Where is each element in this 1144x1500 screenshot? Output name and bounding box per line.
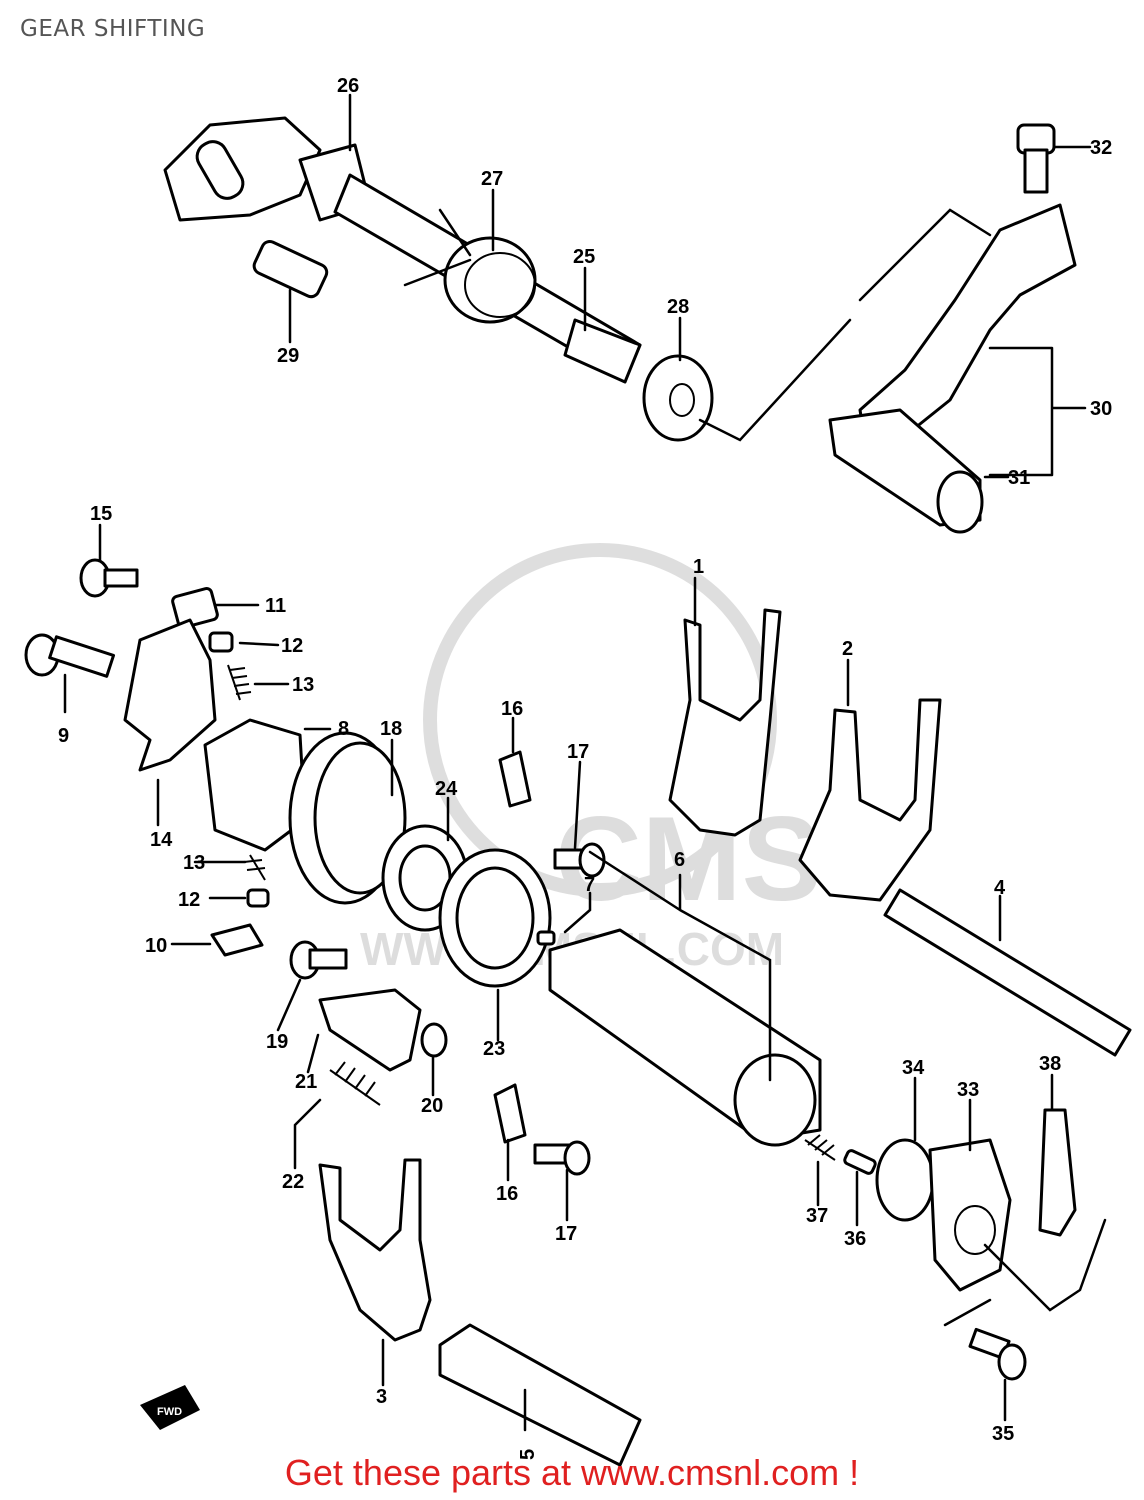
callout-21: 21 xyxy=(295,1071,317,1093)
callout-4: 4 xyxy=(994,877,1006,899)
footer-ad-link[interactable]: Get these parts at www.cmsnl.com ! xyxy=(284,1452,860,1493)
callout-7: 7 xyxy=(584,874,595,896)
callout-32: 32 xyxy=(1090,137,1112,159)
part-38-plate xyxy=(1038,1108,1077,1237)
part-3-shift-fork xyxy=(318,1158,432,1342)
part-30-gear-shift-lever xyxy=(858,203,1077,442)
callout-11: 11 xyxy=(265,595,286,617)
part-4-fork-shaft xyxy=(883,888,1132,1057)
callout-6: 6 xyxy=(674,849,685,871)
part-15-screw xyxy=(79,558,139,598)
callout-29: 29 xyxy=(277,345,299,367)
callout-31: 31 xyxy=(1008,467,1030,489)
callout-23: 23 xyxy=(483,1038,505,1060)
fwd-label: FWD xyxy=(157,1406,182,1418)
callout-13b: 13 xyxy=(183,852,205,874)
part-34-o-ring xyxy=(875,1138,935,1222)
callout-2: 2 xyxy=(842,638,853,660)
part-20-washer xyxy=(420,1022,448,1058)
callout-1: 1 xyxy=(693,556,704,578)
callout-34: 34 xyxy=(902,1057,925,1079)
part-23-bearing xyxy=(438,848,552,988)
part-28-oil-seal xyxy=(642,354,714,442)
part-17-screw-lower xyxy=(533,1140,591,1176)
part-21-stopper-arm xyxy=(318,988,422,1072)
callout-12a: 12 xyxy=(281,635,303,657)
callout-10: 10 xyxy=(145,935,167,957)
callout-37: 37 xyxy=(806,1205,828,1227)
callout-24: 24 xyxy=(435,778,458,800)
callout-25: 25 xyxy=(573,246,595,268)
callout-35: 35 xyxy=(992,1423,1014,1445)
part-35-screw xyxy=(968,1327,1027,1381)
part-5-fork-shaft xyxy=(438,1323,642,1467)
part-31-lever-rubber xyxy=(828,408,984,534)
part-14-stopper-plate xyxy=(123,618,217,772)
callout-27: 27 xyxy=(481,168,503,190)
callout-26: 26 xyxy=(337,75,359,97)
part-11-cam-plate xyxy=(171,586,219,630)
callout-13a: 13 xyxy=(292,674,314,696)
part-16-plate-upper xyxy=(498,750,532,808)
callout-19: 19 xyxy=(266,1031,288,1053)
callout-16b: 16 xyxy=(496,1183,518,1205)
callout-3: 3 xyxy=(376,1386,387,1408)
part-33-switch-cover xyxy=(928,1138,1012,1292)
part-32-bolt xyxy=(1016,123,1056,194)
part-2-shift-fork xyxy=(798,698,942,902)
part-19-screw xyxy=(289,940,348,980)
part-17-screw-upper xyxy=(553,842,606,878)
callout-17b: 17 xyxy=(555,1223,577,1245)
page-title: GEAR SHIFTING xyxy=(20,16,206,42)
callout-12b: 12 xyxy=(178,889,200,911)
leader-lines xyxy=(63,93,1092,1432)
part-1-shift-fork xyxy=(668,608,782,837)
callout-17a: 17 xyxy=(567,741,589,763)
part-10-plate xyxy=(210,923,264,957)
callout-30: 30 xyxy=(1090,398,1112,420)
part-9-bolt xyxy=(24,633,116,678)
callout-33: 33 xyxy=(957,1079,979,1101)
callout-5: 5 xyxy=(517,1449,539,1460)
callout-22: 22 xyxy=(282,1171,304,1193)
part-36-pin xyxy=(843,1149,877,1175)
callout-16a: 16 xyxy=(501,698,523,720)
callout-38: 38 xyxy=(1039,1053,1061,1075)
callout-36: 36 xyxy=(844,1228,866,1250)
callout-20: 20 xyxy=(421,1095,443,1117)
callout-9: 9 xyxy=(58,725,69,747)
part-16-plate-lower xyxy=(493,1083,527,1144)
callout-labels: 1 2 3 4 5 6 7 8 9 10 11 12 12 13 13 14 1… xyxy=(58,75,1112,1460)
callout-14: 14 xyxy=(150,829,173,851)
part-7-pin xyxy=(536,930,556,946)
part-22-spring xyxy=(329,1061,381,1106)
part-37-spring xyxy=(804,1134,836,1161)
callout-8: 8 xyxy=(338,718,349,740)
callout-15: 15 xyxy=(90,503,112,525)
callout-28: 28 xyxy=(667,296,689,318)
callout-18: 18 xyxy=(380,718,402,740)
part-6-gear-shift-cam xyxy=(548,928,822,1147)
part-18-drum-cam xyxy=(288,731,407,905)
part-27-return-spring xyxy=(403,208,537,324)
part-29-pin xyxy=(252,240,329,299)
fwd-marker: FWD xyxy=(140,1385,200,1430)
